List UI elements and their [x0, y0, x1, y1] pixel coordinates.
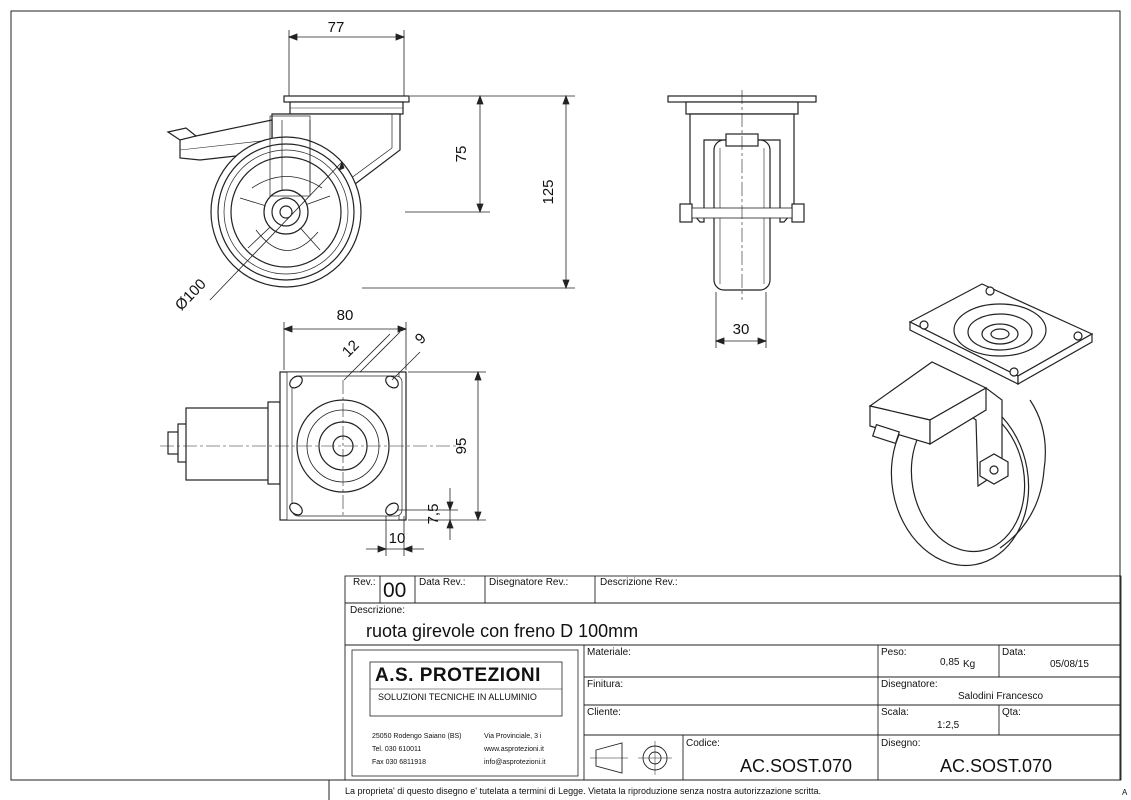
dim-slot-12: 12 [339, 337, 363, 361]
peso-value: 0,85 [940, 657, 960, 668]
title-block-grid [344, 575, 1122, 781]
top-view-dimensions [160, 322, 486, 556]
dim-slot-9: 9 [412, 330, 430, 348]
descrizione-value: ruota girevole con freno D 100mm [366, 621, 639, 641]
company-address-city: 25050 Rodengo Saiano (BS) [372, 733, 462, 740]
company-fax: Fax 030 6811918 [372, 759, 426, 766]
dim-plate-width: 80 [337, 307, 354, 324]
codice-value: AC.SOST.070 [740, 756, 853, 776]
descrizione-label: Descrizione: [350, 605, 406, 616]
descrizione-rev-label: Descrizione Rev.: [600, 577, 678, 588]
disegnatore-value: Salodini Francesco [958, 691, 1044, 702]
disegno-value: AC.SOST.070 [940, 756, 1053, 776]
finitura-label: Finitura: [587, 679, 624, 690]
data-value: 05/08/15 [1050, 659, 1089, 670]
footer-notice: La proprieta' di questo disegno e' tutel… [345, 786, 822, 796]
data-rev-label: Data Rev.: [419, 577, 466, 588]
dim-edge-10: 10 [389, 530, 406, 547]
dim-wheel-width: 30 [733, 321, 750, 338]
scala-label: Scala: [881, 707, 909, 718]
company-email[interactable]: info@asprotezioni.it [484, 759, 546, 766]
disegnatore-label: Disegnatore: [881, 679, 938, 690]
disegnatore-rev-label: Disegnatore Rev.: [489, 577, 569, 588]
isometric-view [868, 283, 1094, 567]
scala-value: 1:2,5 [937, 720, 960, 731]
company-phone: Tel. 030 610011 [372, 746, 422, 753]
materiale-label: Materiale: [587, 647, 631, 658]
company-name: A.S. PROTEZIONI [375, 665, 541, 686]
data-label: Data: [1002, 647, 1026, 658]
codice-label: Codice: [686, 738, 720, 749]
cliente-label: Cliente: [587, 707, 621, 718]
side-view [166, 95, 410, 288]
dim-hole-spacing: 95 [453, 438, 470, 455]
dim-height-75: 75 [453, 146, 470, 163]
rev-value: 00 [383, 579, 407, 602]
qta-label: Qta: [1002, 707, 1021, 718]
side-view-dimensions [209, 30, 575, 301]
dim-height-125: 125 [540, 179, 557, 204]
disegno-label: Disegno: [881, 738, 921, 749]
sheet-size-letter: A [1122, 788, 1128, 797]
rev-label: Rev.: [353, 577, 376, 588]
dim-width-top: 77 [328, 19, 345, 36]
company-address-street: Via Provinciale, 3 i [484, 733, 542, 740]
peso-label: Peso: [881, 647, 907, 658]
peso-unit: Kg [963, 659, 976, 670]
company-tagline: SOLUZIONI TECNICHE IN ALLUMINIO [378, 692, 537, 702]
front-view-dimensions [714, 90, 768, 348]
dim-diameter: Ø100 [172, 276, 210, 314]
projection-symbol-icon [590, 741, 672, 775]
company-website[interactable]: www.asprotezioni.it [484, 746, 544, 753]
dim-edge-7-5: 7,5 [425, 504, 442, 525]
